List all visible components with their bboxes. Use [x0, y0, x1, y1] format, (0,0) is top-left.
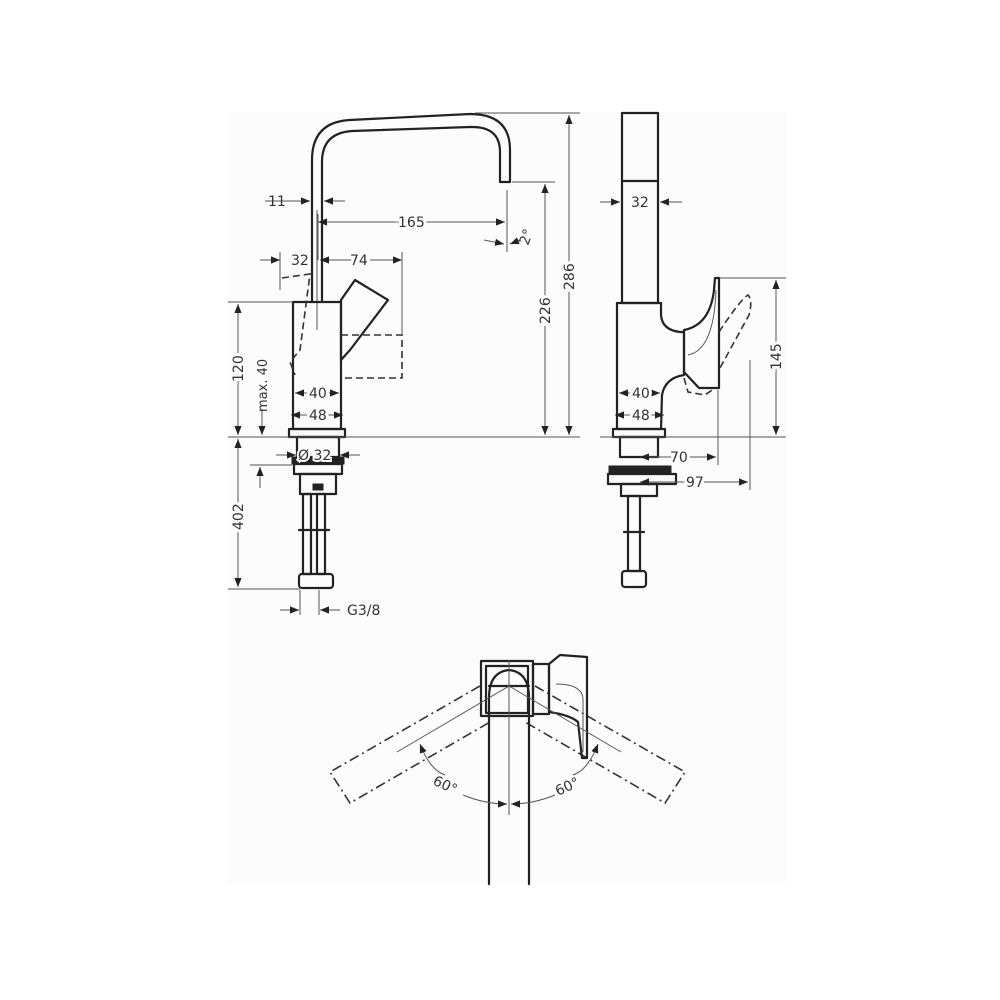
dim-connection: G3/8 — [347, 603, 380, 619]
dim-spout-reach: 165 — [398, 215, 425, 231]
swivel-right-outline — [524, 685, 687, 805]
swivel-angle-right: 60° — [553, 775, 582, 800]
side-handle — [682, 276, 721, 390]
dim-max-deck: max. 40 — [256, 359, 271, 412]
swivel-angle-left: 60° — [430, 773, 459, 798]
front-view: 11 165 2° 32 74 120 max. 40 40 48 Ø 32 4… — [228, 112, 581, 619]
dim-handle-front: 74 — [350, 253, 368, 269]
dim-total-height: 286 — [562, 263, 578, 290]
side-dim-handle-reach: 70 — [670, 450, 688, 466]
handle — [339, 278, 390, 362]
top-handle — [547, 653, 589, 760]
side-body — [615, 301, 686, 431]
side-dim-handle-reach-open: 97 — [686, 475, 704, 491]
swivel-left-outline — [328, 685, 491, 805]
side-dim-body-inner: 40 — [632, 386, 650, 402]
dim-spout-angle: 2° — [517, 227, 537, 247]
dim-body-inner: 40 — [309, 386, 327, 402]
dim-shank-diameter: Ø 32 — [298, 448, 331, 464]
side-dim-body-outer: 48 — [632, 408, 650, 424]
dim-below-deck: 402 — [231, 503, 247, 530]
side-dim-handle-height: 145 — [769, 343, 785, 370]
dim-spout-height: 226 — [538, 297, 554, 324]
dim-body-outer: 48 — [309, 408, 327, 424]
dim-spout-wall: 11 — [268, 194, 286, 210]
spout-outline — [310, 112, 512, 304]
dim-handle-back: 32 — [291, 253, 309, 269]
dim-body-height: 120 — [231, 355, 247, 382]
handle-open-outline — [281, 273, 311, 376]
side-view: 32 145 40 48 70 97 — [600, 111, 788, 589]
top-view: 60° 60° — [328, 653, 687, 886]
side-dim-spout-width: 32 — [631, 195, 649, 211]
